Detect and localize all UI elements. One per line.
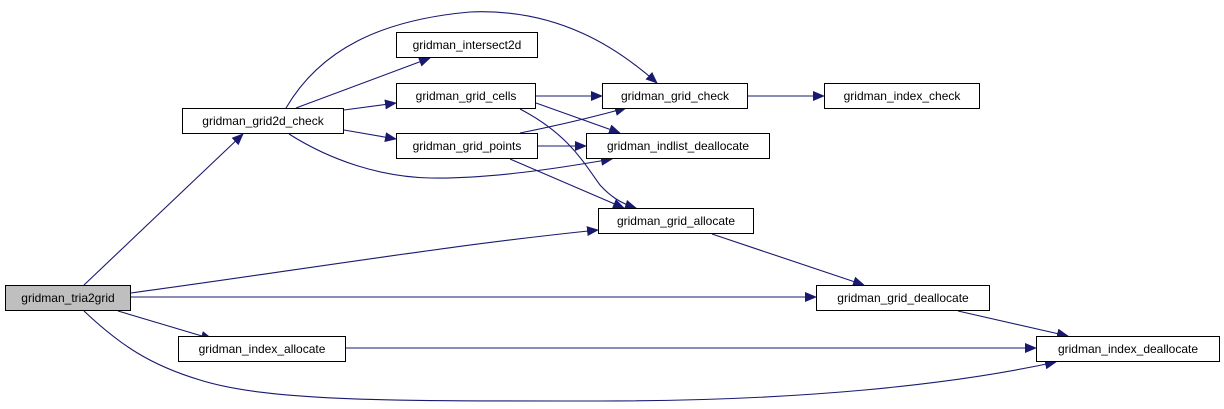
- node-gridman-grid-cells[interactable]: gridman_grid_cells: [396, 83, 536, 109]
- edge-grid2d-check-to-indlist-deallocate: [288, 133, 613, 179]
- edge-tria2grid-to-grid2d-check: [83, 133, 244, 286]
- edge-tria2grid-to-index-allocate: [117, 310, 213, 341]
- node-gridman-index-check[interactable]: gridman_index_check: [824, 83, 980, 109]
- edge-grid2d-check-to-grid-cells: [343, 99, 397, 111]
- edge-grid2d-check-to-grid-points: [343, 129, 397, 143]
- edge-tria2grid-to-grid-allocate: [130, 226, 599, 294]
- node-gridman-grid-allocate[interactable]: gridman_grid_allocate: [598, 208, 754, 234]
- node-gridman-index-deallocate[interactable]: gridman_index_deallocate: [1036, 336, 1220, 362]
- edge-grid-points-to-grid-allocate: [509, 158, 625, 209]
- node-gridman-intersect2d[interactable]: gridman_intersect2d: [396, 32, 538, 58]
- edge-tria2grid-to-index-deallocate: [83, 310, 1057, 402]
- edge-grid-allocate-to-grid-deallocate: [711, 233, 865, 287]
- node-gridman-index-allocate[interactable]: gridman_index_allocate: [178, 336, 346, 362]
- node-gridman-tria2grid: gridman_tria2grid: [5, 285, 131, 311]
- node-gridman-indlist-deallocate[interactable]: gridman_indlist_deallocate: [586, 133, 770, 159]
- node-gridman-grid-check[interactable]: gridman_grid_check: [602, 83, 748, 109]
- edge-grid-points-to-grid-check: [519, 106, 627, 134]
- edge-grid2d-check-to-intersect2d: [295, 57, 431, 109]
- edge-grid-deallocate-to-index-deallocate: [957, 310, 1069, 339]
- edge-grid2d-check-to-grid-check: [285, 11, 658, 109]
- node-gridman-grid-deallocate[interactable]: gridman_grid_deallocate: [816, 285, 990, 311]
- node-gridman-grid2d-check[interactable]: gridman_grid2d_check: [182, 108, 344, 134]
- node-gridman-grid-points[interactable]: gridman_grid_points: [396, 133, 538, 159]
- edge-grid-cells-to-indlist-deallocate: [535, 102, 621, 135]
